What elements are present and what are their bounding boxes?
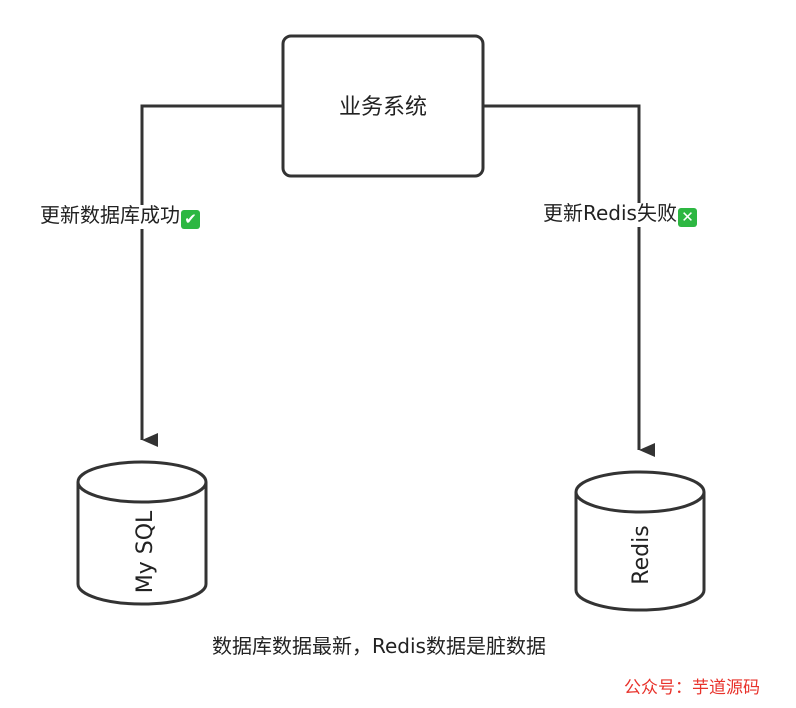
watermark-text: 公众号：芋道源码	[624, 678, 760, 698]
right-edge-label: 更新Redis失败✕	[543, 203, 697, 227]
system-box-label: 业务系统	[339, 95, 427, 120]
redis-database: Redis	[574, 470, 706, 612]
left-edge-label-text: 更新数据库成功	[40, 203, 180, 227]
redis-database-label: Redis	[629, 525, 654, 584]
right-connector-line	[483, 104, 655, 457]
diagram-caption: 数据库数据最新，Redis数据是脏数据	[212, 634, 546, 658]
mysql-database: My SQL	[76, 460, 208, 606]
check-mark-icon: ✔	[181, 210, 200, 229]
cross-mark-icon: ✕	[677, 208, 697, 227]
left-connector-line	[140, 104, 283, 447]
left-edge-label: 更新数据库成功✔	[40, 205, 200, 229]
right-edge-label-text: 更新Redis失败	[543, 201, 677, 225]
mysql-database-label: My SQL	[133, 510, 158, 593]
